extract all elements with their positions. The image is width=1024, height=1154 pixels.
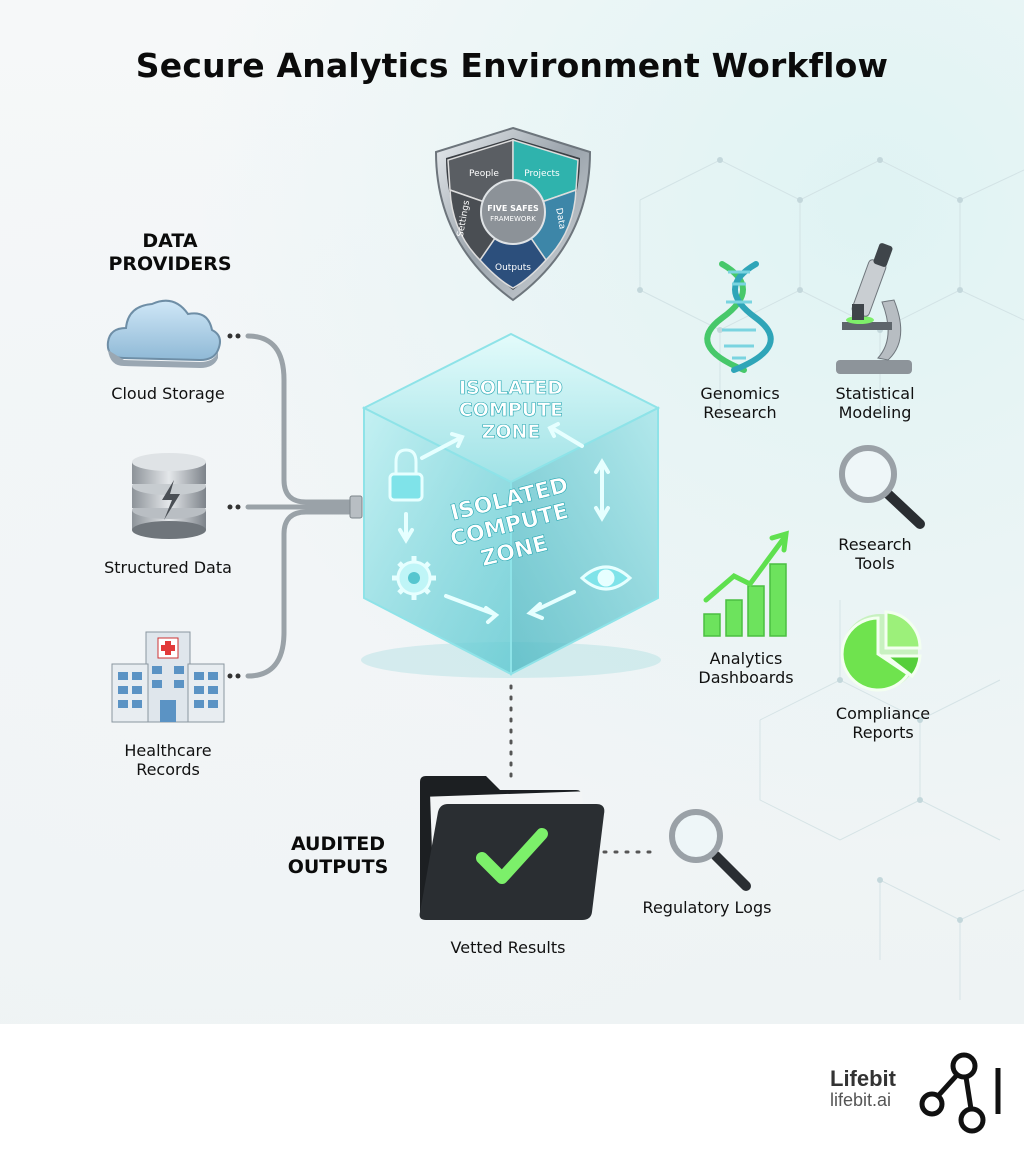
background-network: [637, 157, 1024, 1000]
shield-segment-data: Data: [553, 207, 567, 230]
lifebit-logo-icon: [919, 1052, 1001, 1134]
cube-top-label-3: ZONE: [482, 421, 541, 443]
shield-segment-people: People: [469, 169, 499, 179]
shield-center-line1: FIVE SAFES: [487, 204, 539, 213]
lock-icon: [388, 448, 424, 502]
hospital-icon: [111, 631, 225, 723]
brand-name: Lifebit: [830, 1066, 896, 1091]
provider-label-cloud-storage: Cloud Storage: [111, 384, 225, 403]
flow-arrows: [398, 422, 610, 624]
cube-top-label-1: ISOLATED: [459, 377, 563, 399]
shield-segment-outputs: Outputs: [495, 263, 531, 273]
dna-icon: [704, 261, 774, 373]
cube-top-label-2: COMPUTE: [459, 399, 563, 421]
cloud-icon: [106, 299, 221, 368]
database-icon: [132, 453, 206, 539]
diagram-canvas: Secure Analytics Environment Workflow Pe…: [0, 0, 1024, 1024]
isolated-compute-cube: ISOLATED COMPUTE ZONE ISOLATED COMPUTE Z…: [361, 332, 661, 678]
folder-icon: [419, 776, 605, 920]
gear-icon: [392, 556, 436, 600]
audited-outputs-heading: AUDITED OUTPUTS: [287, 833, 389, 878]
provider-label-structured-data: Structured Data: [104, 558, 232, 577]
five-safes-shield: People Projects Data Outputs Settings FI…: [434, 126, 592, 302]
eye-icon: [579, 565, 633, 591]
brand-url[interactable]: lifebit.ai: [830, 1090, 892, 1110]
page-title: Secure Analytics Environment Workflow: [135, 46, 889, 85]
pie-chart-icon: [840, 610, 922, 692]
shield-segment-projects: Projects: [524, 169, 560, 179]
regulatory-logs-label: Regulatory Logs: [642, 898, 772, 917]
output-to-logs-connector: [602, 850, 654, 854]
provider-label-healthcare-records: Healthcare Records: [124, 741, 212, 779]
shield-center-line2: FRAMEWORK: [490, 215, 536, 223]
footer: [0, 1024, 1024, 1154]
magnifier-icon: [839, 445, 925, 529]
provider-cables: [227, 333, 363, 679]
bar-chart-icon: [703, 530, 789, 637]
vetted-results-label: Vetted Results: [450, 938, 566, 957]
checkmark-icon: [476, 828, 548, 884]
cube-to-output-connector: [509, 684, 513, 782]
data-providers-heading: DATA PROVIDERS: [108, 230, 232, 275]
regulatory-magnifier-icon: [669, 809, 751, 891]
microscope-icon: [836, 243, 912, 374]
